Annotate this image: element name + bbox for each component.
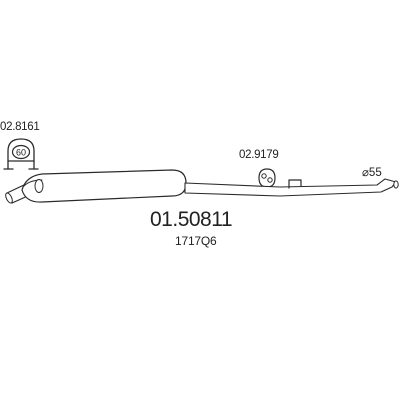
silencer-body [21,169,187,203]
hanger-icon [258,168,276,188]
clamp-icon: 60 [3,138,39,170]
clamp-size-label: 60 [16,148,26,158]
hanger-bracket [288,179,302,189]
clamp-code-label: 02.8161 [0,121,40,133]
part-number-label: 01.50811 [150,208,233,231]
hanger-code-label: 02.9179 [239,149,279,161]
oem-code-label: 1717Q6 [175,234,217,248]
pipe-diameter-label: ⌀55 [362,167,382,179]
silencer-assembly [5,169,399,204]
clamp-size-badge [11,144,31,160]
tail-pipe [184,178,397,197]
